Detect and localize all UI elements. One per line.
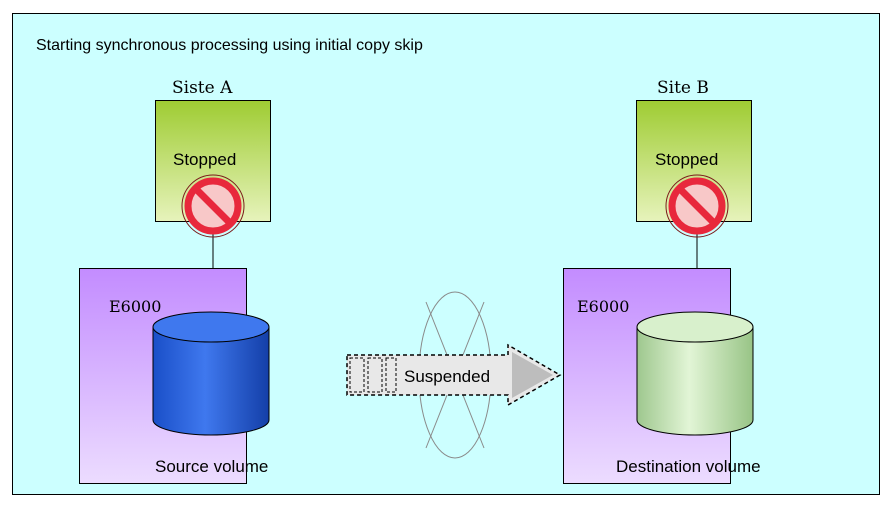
diagram-title: Starting synchronous processing using in…: [36, 37, 423, 54]
disk-icon: [152, 311, 270, 436]
disk-icon: [636, 311, 754, 436]
prohibited-icon: [665, 174, 729, 238]
prohibited-icon: [181, 174, 245, 238]
destination-volume-label: Destination volume: [616, 457, 761, 476]
copy-arrow-icon: [346, 343, 562, 407]
source-volume-label: Source volume: [155, 457, 269, 476]
site-a-host-status: Stopped: [173, 150, 237, 169]
site-a-storage-model: E6000: [109, 297, 162, 316]
site-b-storage-model: E6000: [577, 297, 630, 316]
site-b-label: Site B: [657, 78, 709, 98]
site-a-label: Siste A: [172, 78, 233, 98]
link-status-label: Suspended: [404, 367, 491, 386]
site-b-host-status: Stopped: [655, 150, 719, 169]
